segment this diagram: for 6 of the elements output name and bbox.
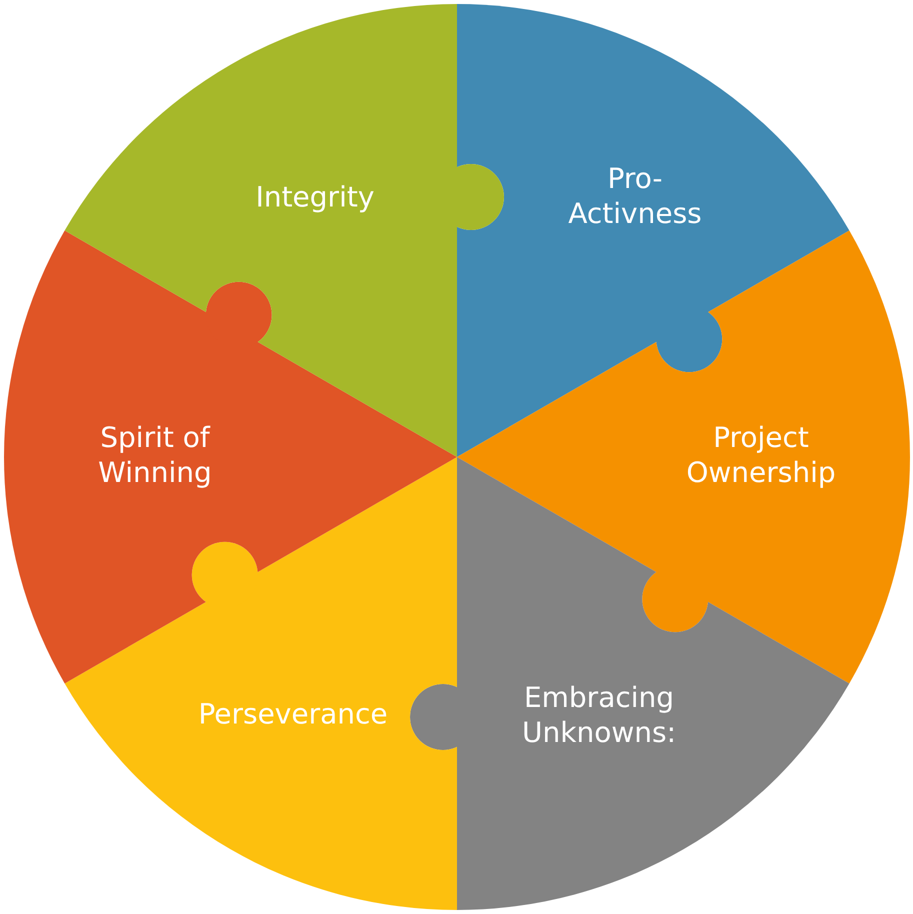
segment-label: Perseverance: [197, 696, 389, 732]
segment-label: Integrity: [254, 180, 376, 214]
segment-label: Spirit of Winning: [97, 420, 213, 490]
segment-label: Embracing Unknowns:: [521, 680, 677, 750]
segment-label: Project Ownership: [685, 420, 837, 490]
segment-label: Pro-Activness: [567, 161, 703, 231]
